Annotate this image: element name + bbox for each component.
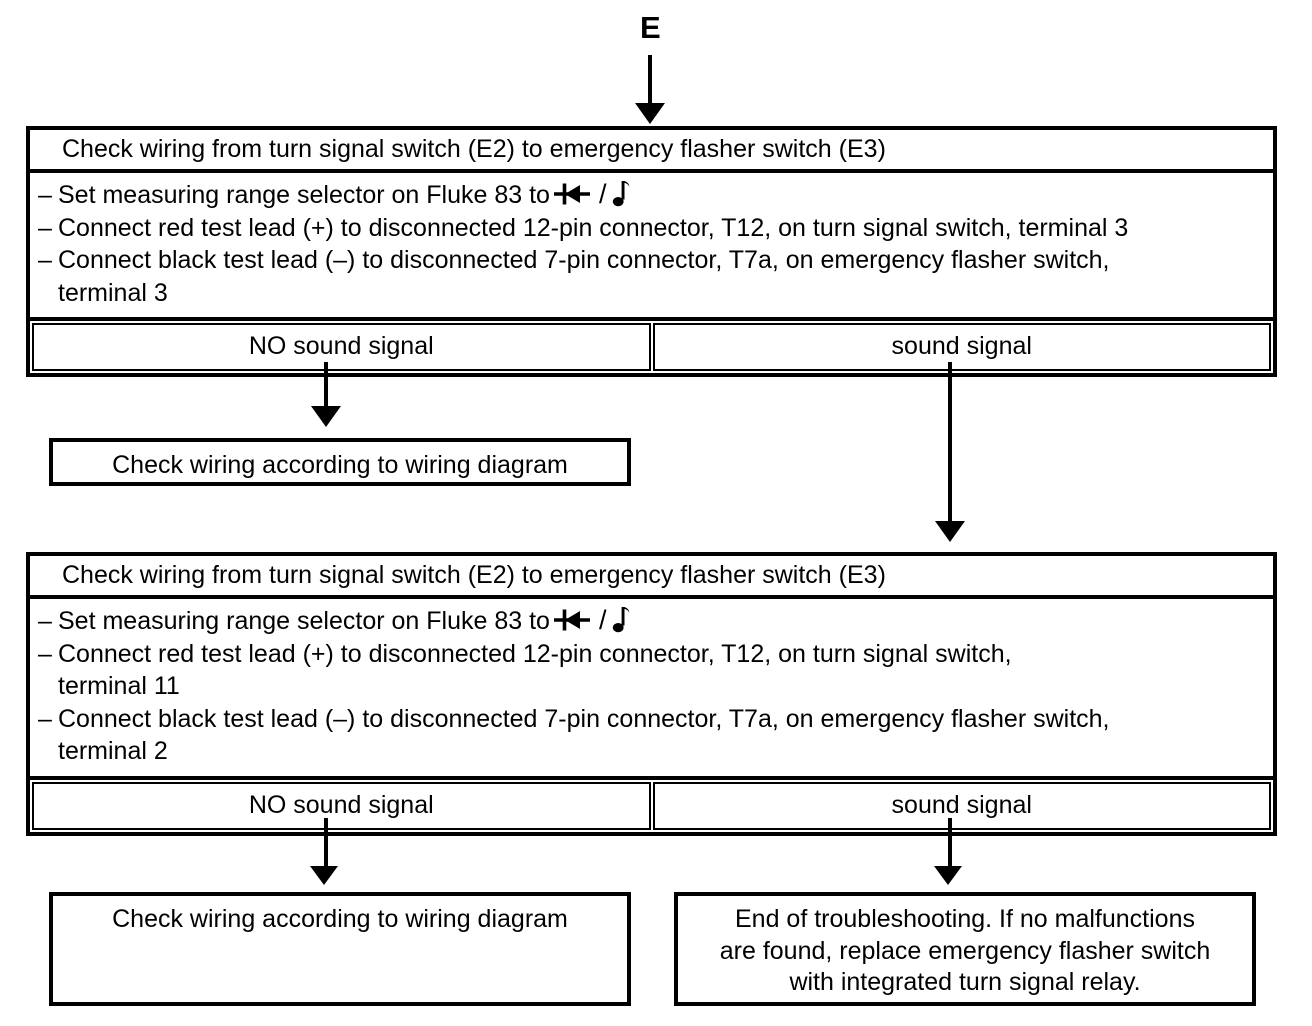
bullet-dash: – bbox=[38, 704, 52, 733]
diode-icon bbox=[553, 183, 590, 205]
block-2-no-sound-connector-line bbox=[324, 818, 328, 872]
block-2-bullet-1: – Set measuring range selector on Fluke … bbox=[38, 605, 1263, 638]
outcome-box-3-text: End of troubleshooting. If no malfunctio… bbox=[678, 896, 1252, 1007]
measure-mode-symbols: / bbox=[553, 178, 632, 209]
block-2-result-row: NO sound signal sound signal bbox=[30, 775, 1273, 832]
entry-connector-arrow bbox=[635, 103, 665, 124]
outcome-box-3-line-3: with integrated turn signal relay. bbox=[789, 968, 1141, 996]
block-2-result-sound: sound signal bbox=[652, 781, 1271, 830]
block-2-bullet-3-continuation: terminal 2 bbox=[58, 737, 168, 765]
block-2-sound-connector-line bbox=[948, 818, 952, 872]
measure-mode-symbols: / bbox=[553, 604, 632, 635]
block-1-sound-connector-line bbox=[948, 362, 952, 528]
separator-slash: / bbox=[598, 178, 607, 209]
bullet-text-label: Set measuring range selector on Fluke 83… bbox=[58, 181, 550, 209]
outcome-box-3: End of troubleshooting. If no malfunctio… bbox=[674, 892, 1256, 1006]
block-2-result-no-sound: NO sound signal bbox=[32, 781, 651, 830]
block-1-result-no-sound: NO sound signal bbox=[32, 323, 651, 371]
outcome-box-1: Check wiring according to wiring diagram bbox=[49, 438, 631, 486]
block-2-body: – Set measuring range selector on Fluke … bbox=[30, 599, 1273, 776]
bullet-dash: – bbox=[38, 639, 52, 668]
block-1-bullet-2: – Connect red test lead (+) to disconnec… bbox=[38, 212, 1263, 245]
block-1-header: Check wiring from turn signal switch (E2… bbox=[30, 130, 1273, 173]
block-1-no-sound-connector-arrow bbox=[311, 406, 341, 427]
bullet-text: Connect red test lead (+) to disconnecte… bbox=[58, 213, 1129, 242]
block-2-bullet-2-continuation: terminal 11 bbox=[58, 672, 180, 700]
bullet-dash: – bbox=[38, 607, 52, 635]
musical-note-icon bbox=[613, 181, 630, 207]
block-2-sound-connector-arrow bbox=[934, 866, 962, 885]
block-1-result-sound: sound signal bbox=[652, 323, 1271, 371]
bullet-text-label: Set measuring range selector on Fluke 83… bbox=[58, 607, 550, 635]
diode-icon bbox=[553, 609, 590, 631]
outcome-box-3-line-2: are found, replace emergency flasher swi… bbox=[719, 936, 1211, 965]
outcome-box-2: Check wiring according to wiring diagram bbox=[49, 892, 631, 1006]
block-2-no-sound-connector-arrow bbox=[310, 866, 338, 885]
bullet-dash: – bbox=[38, 181, 52, 209]
block-1-body: – Set measuring range selector on Fluke … bbox=[30, 173, 1273, 317]
bullet-dash: – bbox=[38, 246, 52, 274]
bullet-text: Connect red test lead (+) to disconnecte… bbox=[58, 639, 1012, 668]
musical-note-icon bbox=[613, 607, 630, 633]
bullet-text: Set measuring range selector on Fluke 83… bbox=[58, 605, 1263, 638]
outcome-box-1-text: Check wiring according to wiring diagram bbox=[112, 451, 568, 479]
block-1-bullet-3: – Connect black test lead (–) to disconn… bbox=[38, 244, 1263, 277]
block-1-result-row: NO sound signal sound signal bbox=[30, 317, 1273, 373]
entry-point-label: E bbox=[640, 10, 661, 45]
entry-connector-line bbox=[648, 55, 652, 107]
decision-block-2: Check wiring from turn signal switch (E2… bbox=[26, 552, 1277, 836]
outcome-box-2-text: Check wiring according to wiring diagram bbox=[112, 905, 568, 933]
bullet-text: Set measuring range selector on Fluke 83… bbox=[58, 179, 1263, 212]
block-1-bullet-1: – Set measuring range selector on Fluke … bbox=[38, 179, 1263, 212]
block-1-bullet-3-continuation: terminal 3 bbox=[58, 278, 168, 307]
decision-block-1: Check wiring from turn signal switch (E2… bbox=[26, 126, 1277, 377]
block-1-sound-connector-arrow bbox=[935, 521, 965, 542]
bullet-text: Connect black test lead (–) to disconnec… bbox=[58, 704, 1110, 733]
block-2-bullet-3: – Connect black test lead (–) to disconn… bbox=[38, 703, 1263, 736]
bullet-text: Connect black test lead (–) to disconnec… bbox=[58, 246, 1110, 274]
outcome-box-3-line-1: End of troubleshooting. If no malfunctio… bbox=[734, 905, 1195, 933]
block-2-bullet-2: – Connect red test lead (+) to disconnec… bbox=[38, 638, 1263, 671]
bullet-dash: – bbox=[38, 213, 52, 242]
block-1-no-sound-connector-line bbox=[324, 362, 328, 412]
block-2-header: Check wiring from turn signal switch (E2… bbox=[30, 556, 1273, 599]
separator-slash: / bbox=[598, 604, 607, 635]
